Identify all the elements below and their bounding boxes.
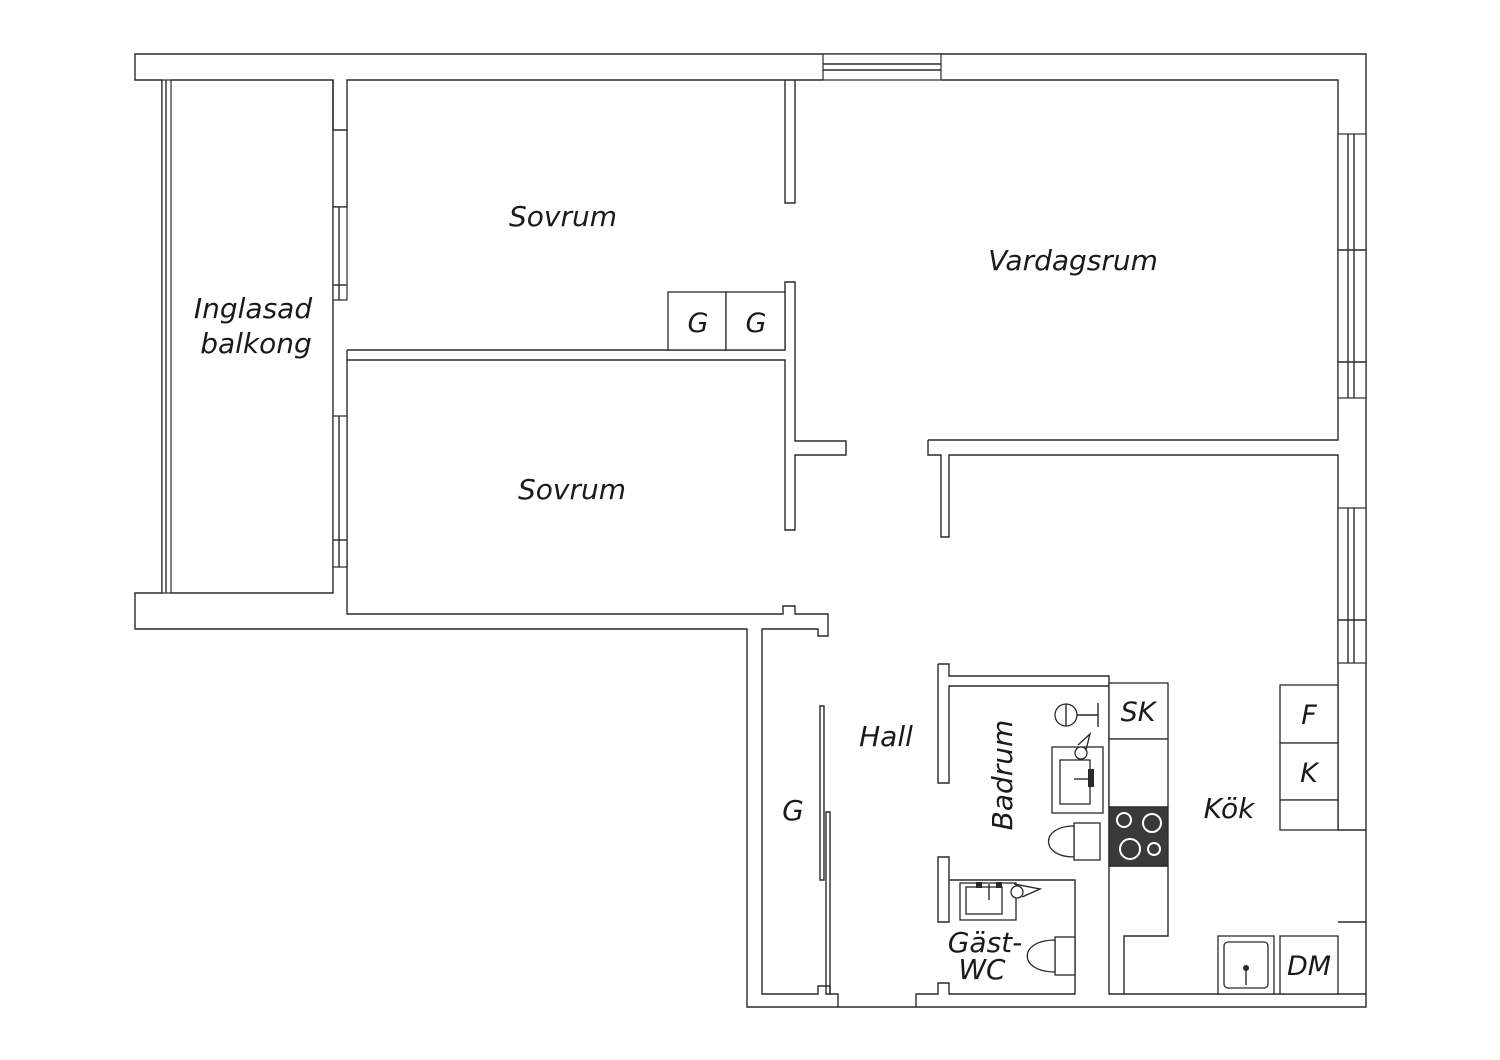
balcony-glazing [161,79,172,594]
fridge-label: K [1300,758,1320,789]
fridge [1279,742,1339,801]
washbasin-icon [1051,731,1104,814]
hall-wardrobe-label: G [782,794,804,827]
window-living-right [1337,133,1367,399]
wardrobe-2 [725,291,786,351]
windows [161,53,1367,664]
toilet-icon [1047,822,1101,861]
room-labels: Sovrum Sovrum Vardagsrum Inglasad balkon… [194,200,1256,986]
guest-wc-fixtures [959,882,1076,976]
outer-walls [134,53,1367,1008]
stove-icon [1108,806,1169,867]
drying-cabinet-label: SK [1121,697,1158,728]
room-label-bedroom-bottom: Sovrum [518,473,626,506]
wc-washbasin-icon [959,882,1043,921]
window-bedroom-bottom-left [332,415,348,568]
room-label-kitchen: Kök [1204,792,1256,825]
dishwasher [1279,935,1339,995]
window-kitchen-right [1337,507,1367,664]
room-label-bedroom-top: Sovrum [509,200,617,233]
room-label-guest-wc-2: WC [958,953,1006,986]
drying-cabinet [1108,682,1169,740]
room-label-bathroom: Badrum [986,720,1019,831]
room-label-balcony-2: balkong [200,327,312,360]
wardrobe-1-label: G [688,308,709,339]
window-top [822,53,942,81]
wc-toilet-icon [1026,936,1076,976]
dishwasher-label: DM [1287,951,1331,982]
counter-top [1108,738,1169,808]
freezer [1279,684,1339,744]
fridge-base [1279,799,1339,831]
bathroom-fixtures [1047,703,1104,861]
room-label-living-room: Vardagsrum [988,244,1158,277]
bedroom-wardrobes: G G [667,291,786,351]
window-bedroom-top-left [332,206,348,301]
wardrobe-1 [667,291,727,351]
shower-icon [1054,703,1099,727]
room-label-hall: Hall [859,720,913,753]
room-label-guest-wc-1: Gäst- [948,926,1023,959]
wardrobe-2-label: G [746,308,767,339]
kitchen-units: SK F K DM [1108,682,1339,995]
room-label-balcony-1: Inglasad [194,292,312,325]
freezer-label: F [1301,700,1317,731]
interior-walls [333,80,1110,995]
